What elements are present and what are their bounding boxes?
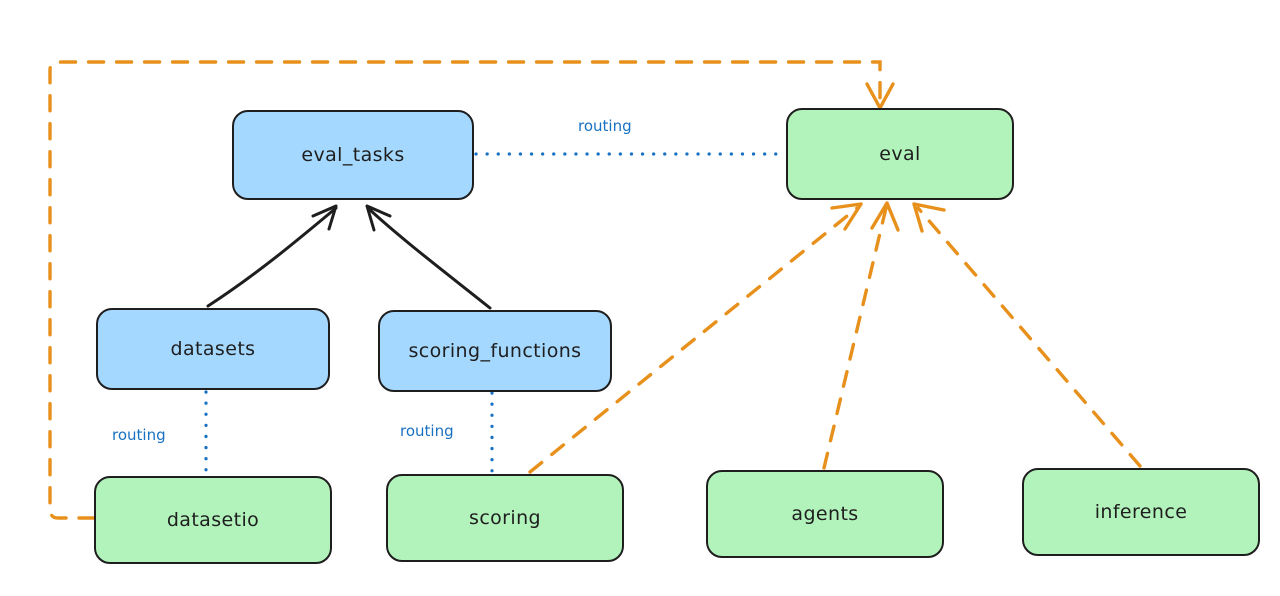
node-eval-tasks[interactable]: eval_tasks [232, 110, 474, 200]
node-datasets[interactable]: datasets [96, 308, 330, 390]
node-scoring[interactable]: scoring [386, 474, 624, 562]
node-scoring-functions[interactable]: scoring_functions [378, 310, 612, 392]
node-eval[interactable]: eval [786, 108, 1014, 200]
node-label: inference [1094, 501, 1188, 523]
edge-label-routing-scoring-functions-scoring: routing [400, 422, 454, 440]
node-label: scoring [469, 507, 541, 529]
edge-datasetio-to-eval [48, 60, 895, 520]
node-label: eval_tasks [301, 144, 405, 166]
edge-inference-to-eval [912, 202, 1142, 468]
node-label: eval [879, 143, 921, 165]
node-label: agents [791, 503, 859, 525]
node-label: scoring_functions [408, 340, 582, 362]
node-label: datasetio [166, 509, 260, 531]
node-inference[interactable]: inference [1022, 468, 1260, 556]
edge-datasets-to-eval-tasks [206, 204, 338, 308]
edge-scoring-to-eval [528, 202, 863, 474]
node-label: datasets [170, 338, 256, 360]
node-datasetio[interactable]: datasetio [94, 476, 332, 564]
node-agents[interactable]: agents [706, 470, 944, 558]
edge-agents-to-eval [822, 201, 900, 470]
edge-label-routing-eval-tasks-eval: routing [578, 117, 632, 135]
edge-label-routing-datasets-datasetio: routing [112, 426, 166, 444]
edge-scoring-functions-to-eval-tasks [365, 204, 492, 310]
